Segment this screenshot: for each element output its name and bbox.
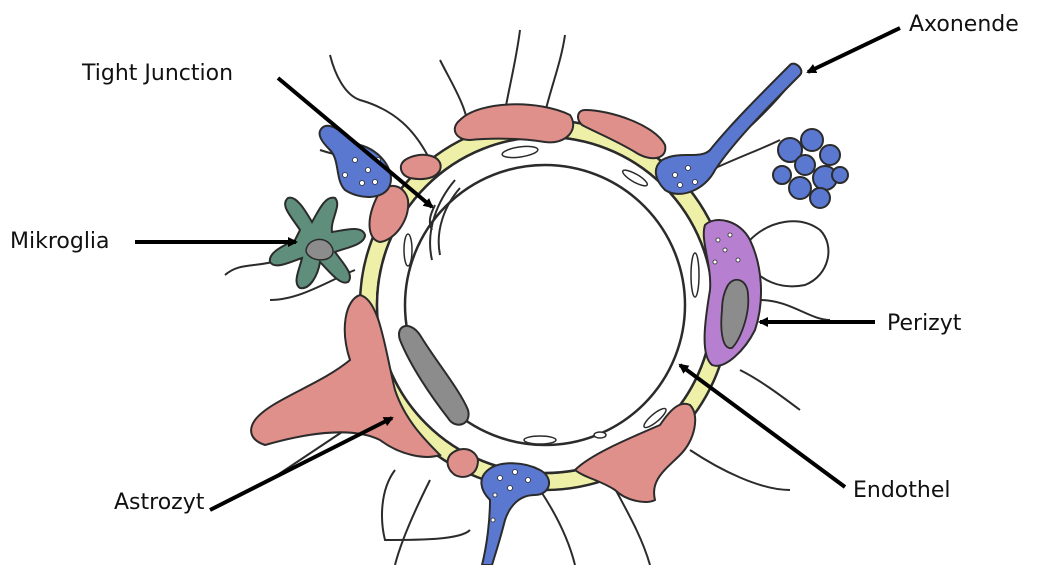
arrow-axonende (808, 28, 900, 72)
label-astrozyt: Astrozyt (114, 492, 204, 514)
label-perizyt: Perizyt (887, 313, 961, 335)
label-axonende: Axonende (909, 14, 1019, 36)
label-endothel: Endothel (853, 480, 951, 502)
label-tight-junction: Tight Junction (82, 63, 233, 85)
pericyte (704, 220, 761, 366)
label-mikroglia: Mikroglia (10, 231, 110, 253)
